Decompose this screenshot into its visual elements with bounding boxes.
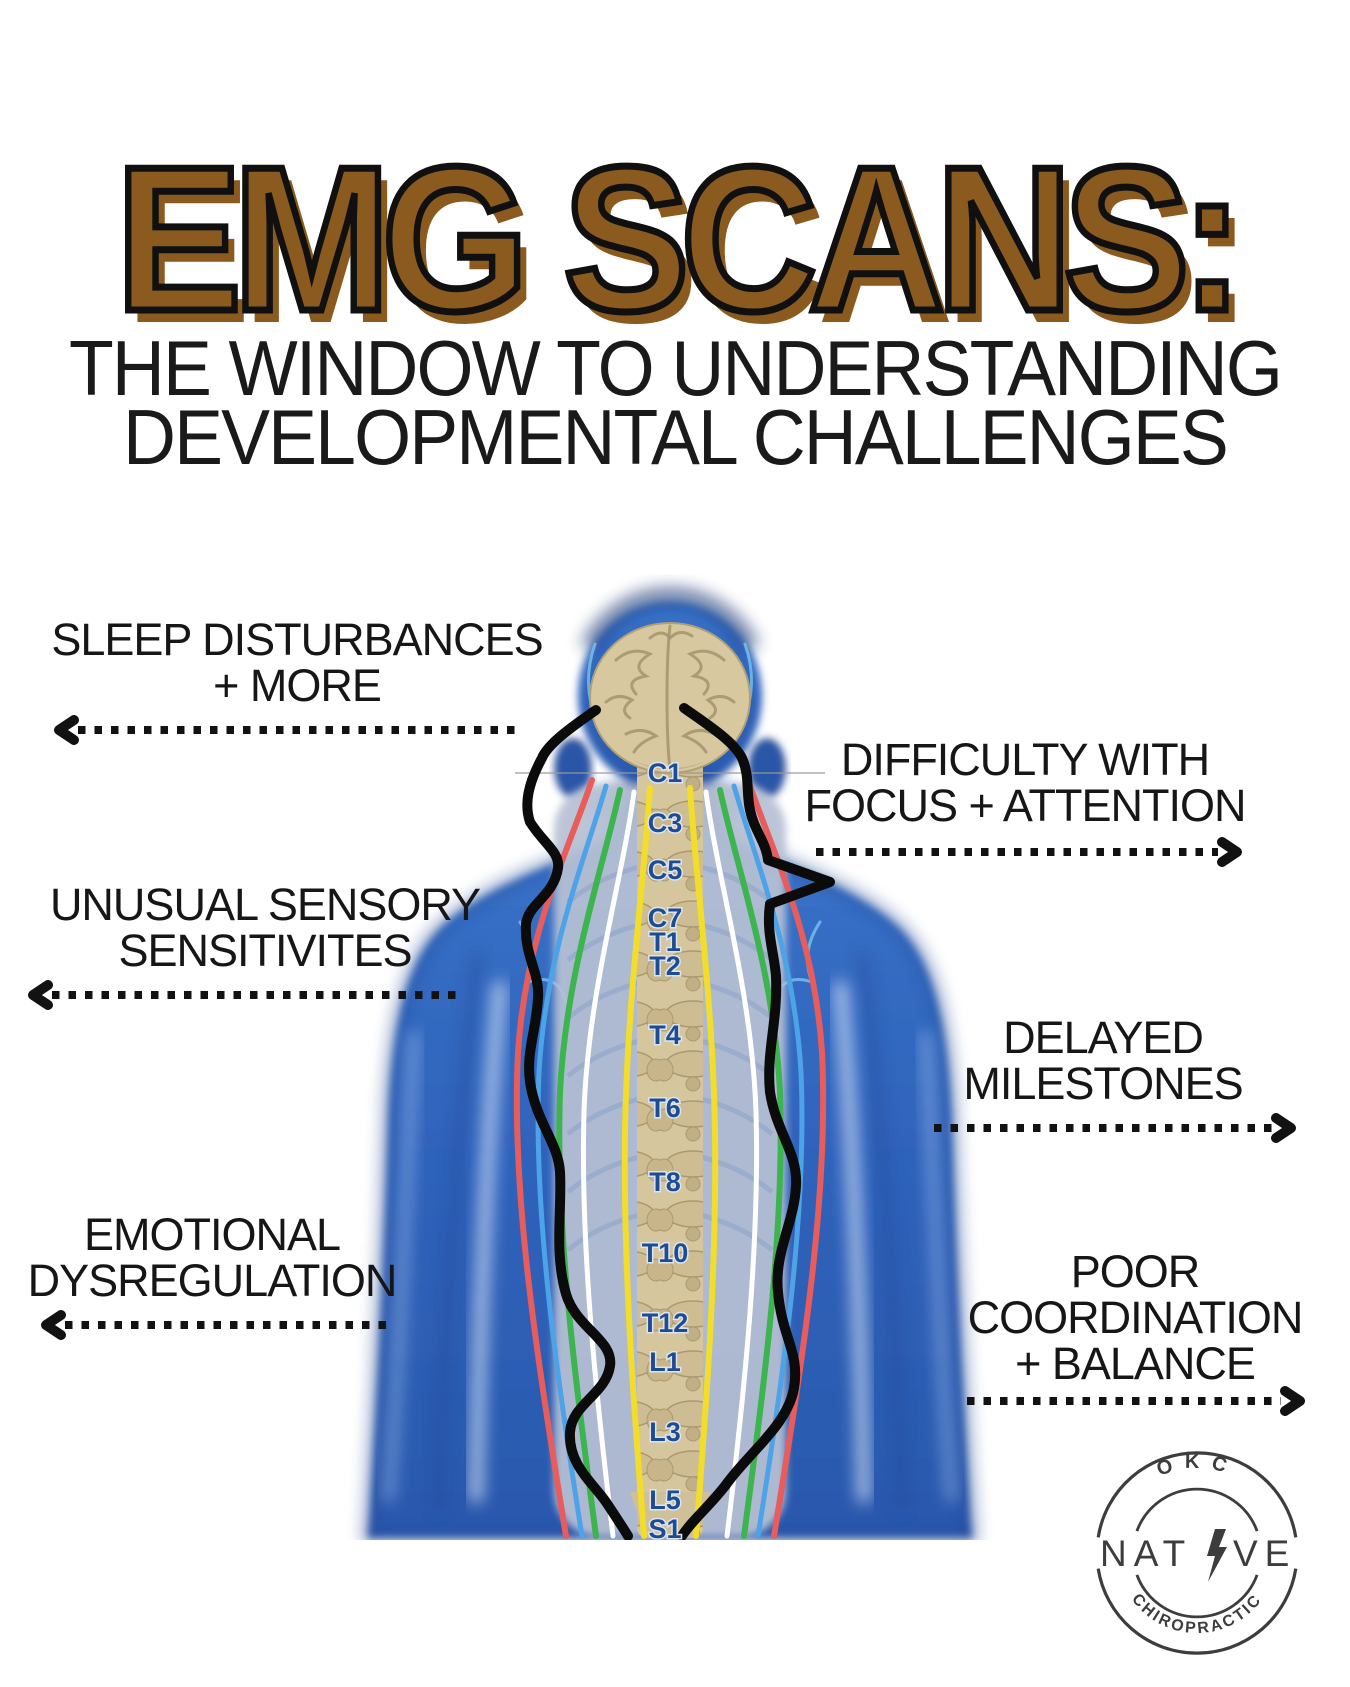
- head-top-shading: [580, 587, 760, 652]
- dotted-arrow-left-sensory-icon: [28, 980, 460, 1010]
- callout-text: SLEEP DISTURBANCES: [51, 614, 543, 665]
- vertebra-label: T2: [649, 951, 681, 981]
- callout-text: FOCUS + ATTENTION: [804, 780, 1247, 831]
- logo-inner-ring-top: [1135, 1487, 1259, 1532]
- callout-text: UNUSUAL SENSORY: [49, 879, 481, 930]
- vertebrae-pattern: [637, 748, 703, 1538]
- callout-text: DYSREGULATION: [27, 1255, 398, 1306]
- callout-text: EMOTIONAL: [83, 1209, 341, 1260]
- page-title: EMG SCANS:: [112, 124, 1247, 354]
- vertebra-label: T10: [642, 1238, 689, 1268]
- logo-okc-text: OKC: [1154, 1451, 1229, 1481]
- vertebra-labels: C1 C3 C5 C7 T1 T2 T4 T6 T8 T10 T12 L1 L3…: [640, 757, 690, 1541]
- svg-text:OKC: OKC: [1154, 1451, 1240, 1481]
- right-highlight: [834, 981, 870, 1503]
- vertebra-label: C7: [648, 903, 683, 933]
- callout-delayed-milestones: DELAYED MILESTONES: [893, 1015, 1313, 1107]
- vertebra-label: T8: [649, 1167, 681, 1197]
- callout-text: COORDINATION: [967, 1292, 1304, 1343]
- callout-sensory-sensitivities: UNUSUAL SENSORY SENSITIVITES: [5, 882, 525, 974]
- callout-text: DIFFICULTY WITH: [840, 734, 1210, 785]
- lightning-bolt-icon: [1207, 1529, 1227, 1582]
- cerebellum: [632, 760, 708, 770]
- vertebra-label: T12: [642, 1308, 689, 1338]
- dotted-arrow-right-coordination-icon: [967, 1386, 1305, 1416]
- vertebra-label: T6: [649, 1093, 681, 1123]
- callout-difficulty-focus: DIFFICULTY WITH FOCUS + ATTENTION: [765, 737, 1285, 829]
- logo-wordmark-left: NAT: [1100, 1533, 1192, 1574]
- logo-outer-ring-top: [1096, 1451, 1298, 1538]
- vertebra-label: C3: [648, 808, 683, 838]
- subtitle-line-2: DEVELOPMENTAL CHALLENGES: [123, 393, 1229, 481]
- logo-inner-ring-bottom: [1135, 1574, 1259, 1619]
- dotted-arrow-left-sleep-icon: [54, 715, 518, 745]
- subtitle-line-1: THE WINDOW TO UNDERSTANDING: [69, 324, 1283, 412]
- callout-text: SENSITIVITES: [118, 925, 412, 976]
- vertebra-label: L3: [649, 1417, 681, 1447]
- vertebra-label: C5: [648, 855, 683, 885]
- emg-trace-right: [677, 703, 835, 1540]
- page-subtitle: THE WINDOW TO UNDERSTANDING DEVELOPMENTA…: [41, 324, 1310, 481]
- anatomy-illustration: C1 C3 C5 C7 T1 T2 T4 T6 T8 T10 T12 L1 L3…: [362, 587, 978, 1541]
- logo-outer-ring-bottom: [1096, 1568, 1298, 1655]
- dotted-arrow-right-milestones-icon: [934, 1113, 1296, 1143]
- callout-poor-coordination: POOR COORDINATION + BALANCE: [905, 1249, 1350, 1387]
- right-outer-highlight: [921, 1031, 957, 1503]
- left-arm-crease: [434, 951, 482, 1513]
- callout-text: + MORE: [213, 660, 382, 711]
- callout-sleep-disturbances: SLEEP DISTURBANCES + MORE: [37, 617, 557, 709]
- vertebra-label: S1: [648, 1514, 681, 1540]
- emg-trace-left: [520, 705, 633, 1540]
- brain: [589, 622, 751, 774]
- svg-text:CHIROPRACTIC: CHIROPRACTIC: [1128, 1591, 1266, 1637]
- dotted-arrow-right-focus-icon: [816, 837, 1242, 867]
- dotted-arrow-left-emotional-icon: [41, 1310, 387, 1340]
- callout-text: + BALANCE: [1015, 1338, 1256, 1389]
- vertebra-label: C1: [648, 758, 683, 788]
- callout-text: MILESTONES: [963, 1058, 1243, 1109]
- okc-native-chiropractic-logo: OKC NAT VE CHIROPRACTIC: [1096, 1451, 1298, 1655]
- vertebra-label: L5: [649, 1485, 681, 1515]
- callout-text: DELAYED: [1003, 1012, 1204, 1063]
- logo-wordmark-right: VE: [1233, 1533, 1296, 1574]
- left-highlight: [470, 981, 506, 1503]
- logo-chiropractic-text: CHIROPRACTIC: [1128, 1591, 1263, 1637]
- vertebra-label: T1: [649, 927, 681, 957]
- callout-emotional-dysregulation: EMOTIONAL DYSREGULATION: [0, 1212, 432, 1304]
- right-arm-crease: [858, 951, 906, 1513]
- vertebra-label: L1: [649, 1347, 681, 1377]
- vertebra-label: T4: [649, 1020, 681, 1050]
- left-outer-highlight: [383, 1031, 419, 1503]
- callout-text: POOR: [1070, 1246, 1201, 1297]
